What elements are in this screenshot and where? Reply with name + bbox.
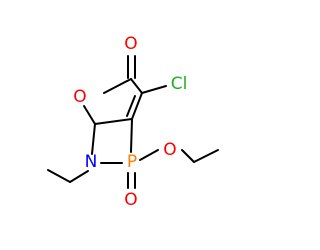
molecule-structure: O Cl O N P O O [47,34,219,210]
atom-carbonyl-oxygen: O [124,34,137,54]
bond-ethoxy-ch2-ch3 [193,149,219,163]
atom-phosphorus: P [127,152,137,172]
bond-carbonyl-c-cl [130,78,143,94]
bond-cc-double-b [126,95,136,117]
bond-carbonyl-ring-oxygen [103,78,132,94]
atom-nitrogen: N [85,152,98,172]
atom-chlorine: Cl [171,74,188,94]
atom-ethoxy-oxygen: O [163,140,176,160]
bond-carbon-chlorine [141,85,167,94]
bond-ethyl-methyl-n [47,169,71,183]
bond-nitrogen-ethyl [69,170,89,183]
atom-ring-oxygen: O [73,87,86,107]
atom-phosphoryl-oxygen: O [124,190,137,210]
bond-bridgehead-alkene [94,118,133,125]
bond-ethoxy-oxygen-ch2 [181,149,195,163]
bonds [47,55,219,189]
bond-phosphorus-ethoxy-oxygen [139,149,159,161]
atom-labels: O Cl O N P O O [73,34,187,210]
bond-cc-double-a [131,92,143,120]
bond-bridgehead-nitrogen [91,123,96,155]
bond-alkene-phosphorus [130,118,133,153]
bond-ring-oxygen-bridgehead [83,105,96,125]
